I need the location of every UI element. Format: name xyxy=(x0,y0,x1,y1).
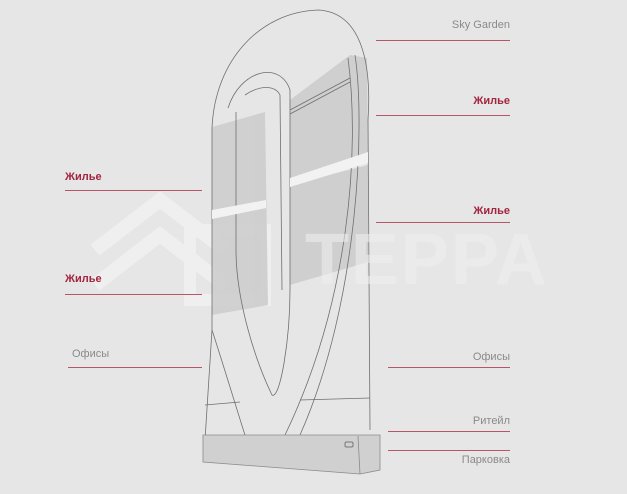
leader-line xyxy=(68,367,202,368)
leader-line xyxy=(376,40,510,41)
leader-line xyxy=(388,367,510,368)
residential-band-upper xyxy=(212,55,368,315)
label-offices-right: Офисы xyxy=(472,351,510,363)
watermark-text: ТЕРРА xyxy=(305,220,549,300)
leader-line xyxy=(376,222,510,223)
label-residential-right-2: Жилье xyxy=(473,205,510,217)
leader-line xyxy=(65,190,202,191)
leader-line xyxy=(65,294,202,295)
leader-line xyxy=(388,431,510,432)
white-stripes xyxy=(212,152,368,219)
parking-base xyxy=(202,434,381,475)
label-retail: Ритейл xyxy=(472,415,510,427)
car-icon xyxy=(344,441,354,448)
label-parking: Парковка xyxy=(461,454,510,466)
label-residential-left-2: Жилье xyxy=(65,273,102,285)
label-sky-garden: Sky Garden xyxy=(451,19,510,31)
leader-line xyxy=(376,115,510,116)
label-residential-right-1: Жилье xyxy=(473,95,510,107)
label-residential-left-1: Жилье xyxy=(65,171,102,183)
building-outline xyxy=(204,9,371,441)
leader-line xyxy=(388,450,510,451)
label-offices-left: Офисы xyxy=(72,348,110,360)
